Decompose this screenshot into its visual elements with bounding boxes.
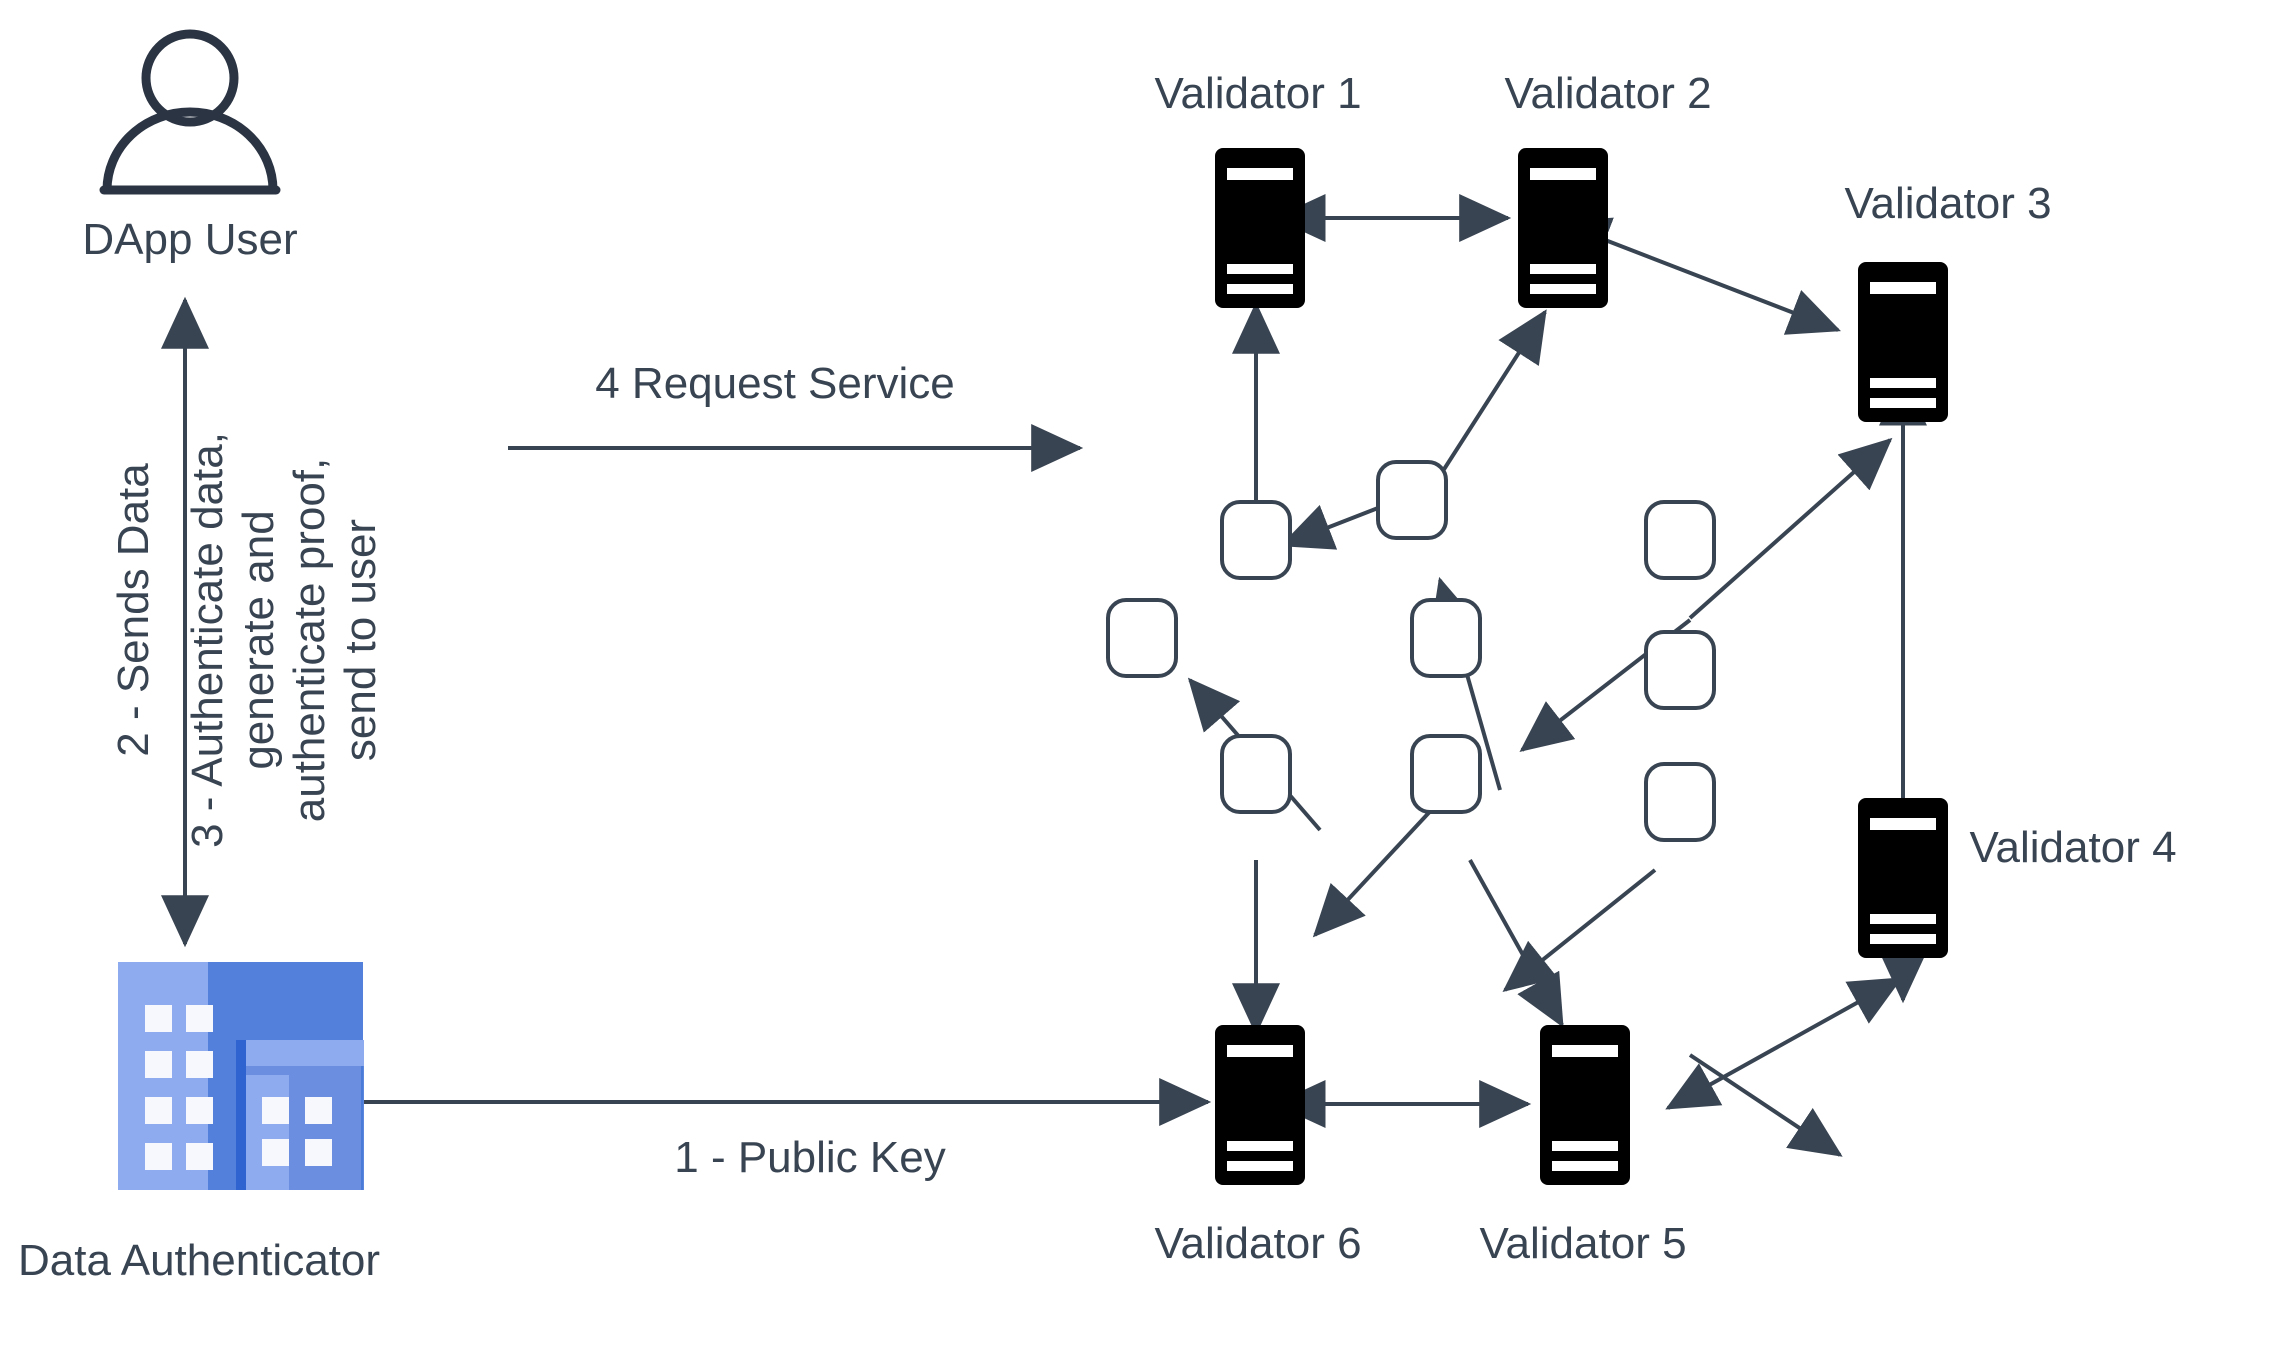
edge-v5-v4 bbox=[1665, 977, 1903, 1110]
network-node-n4[interactable] bbox=[1644, 500, 1716, 580]
edge-n2-n1 bbox=[1280, 504, 1379, 550]
edge-n5-n7 bbox=[1312, 788, 1452, 938]
label-step3-line1: 3 - Authenticate data, bbox=[183, 432, 232, 848]
network-node-n2[interactable] bbox=[1376, 460, 1448, 540]
validator-2-server-icon[interactable] bbox=[1518, 148, 1608, 308]
network-node-n6[interactable] bbox=[1644, 630, 1716, 710]
network-node-n5[interactable] bbox=[1410, 598, 1482, 678]
edge-n4-v3 bbox=[1688, 437, 1893, 620]
edge-n8-v5 bbox=[1468, 859, 1564, 1028]
validator-1-label: Validator 1 bbox=[1154, 69, 1361, 118]
validator-1-server-icon[interactable] bbox=[1215, 148, 1305, 308]
label-step1: 1 - Public Key bbox=[674, 1133, 945, 1182]
validator-6-label: Validator 6 bbox=[1154, 1219, 1361, 1268]
network-node-n1[interactable] bbox=[1220, 500, 1292, 580]
network-node-n8[interactable] bbox=[1410, 734, 1482, 814]
validator-2-label: Validator 2 bbox=[1504, 69, 1711, 118]
person-icon bbox=[99, 29, 281, 195]
edge-n9-v4 bbox=[1688, 1053, 1843, 1157]
label-step2: 2 - Sends Data bbox=[109, 463, 158, 757]
edge-n2-v2 bbox=[1430, 309, 1547, 490]
validator-5-server-icon[interactable] bbox=[1540, 1025, 1630, 1185]
building-icon bbox=[118, 962, 364, 1190]
validator-4-label: Validator 4 bbox=[1969, 823, 2176, 872]
label-step4: 4 Request Service bbox=[595, 359, 955, 408]
edge-n6-n8 bbox=[1502, 868, 1657, 992]
validator-5-label: Validator 5 bbox=[1479, 1219, 1686, 1268]
validator-6-server-icon[interactable] bbox=[1215, 1025, 1305, 1185]
network-node-n3[interactable] bbox=[1106, 598, 1178, 678]
label-step3-line3: authenticate proof, bbox=[285, 458, 334, 822]
network-node-n9[interactable] bbox=[1644, 762, 1716, 842]
network-node-n7[interactable] bbox=[1220, 734, 1292, 814]
validator-4-server-icon[interactable] bbox=[1858, 798, 1948, 958]
edge-v2-v3 bbox=[1556, 217, 1841, 335]
dapp-user-label: DApp User bbox=[82, 215, 297, 264]
validator-3-server-icon[interactable] bbox=[1858, 262, 1948, 422]
data-authenticator-label: Data Authenticator bbox=[18, 1236, 380, 1285]
validator-3-label: Validator 3 bbox=[1844, 179, 2051, 228]
label-step3-line4: send to user bbox=[336, 519, 385, 761]
label-step3-line2: generate and bbox=[234, 510, 283, 769]
